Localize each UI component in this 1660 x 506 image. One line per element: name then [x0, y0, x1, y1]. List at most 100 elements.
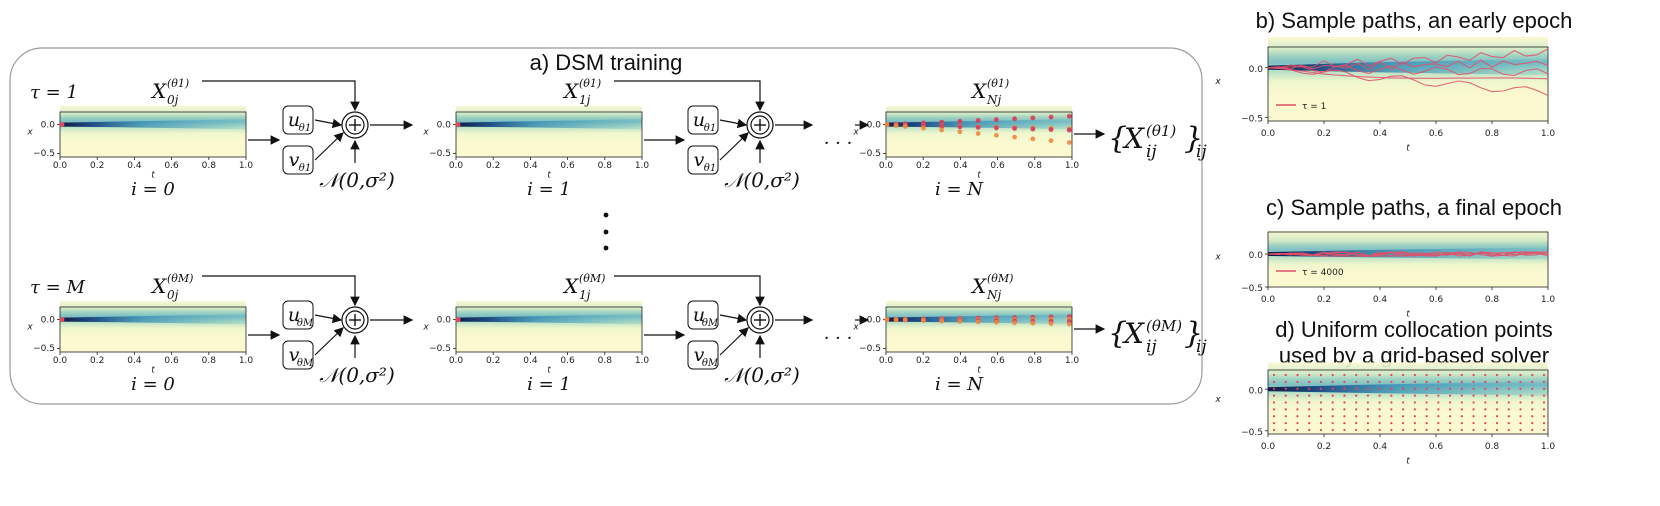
collocation-point: [1542, 401, 1546, 404]
x-tick-label: 1.0: [239, 161, 254, 171]
svg-text:1j: 1j: [579, 93, 591, 107]
collocation-point: [1378, 422, 1381, 425]
sample-point: [1066, 140, 1072, 145]
collocation-point: [1507, 422, 1510, 425]
collocation-point: [1484, 394, 1487, 397]
collocation-point: [1331, 387, 1334, 390]
collocation-point: [1308, 415, 1311, 418]
collocation-point: [1331, 422, 1334, 425]
sample-point: [1030, 136, 1036, 142]
collocation-point: [1366, 422, 1370, 425]
drift-net-box: uθ1: [282, 105, 314, 135]
collocation-point: [1542, 394, 1546, 397]
collocation-point: [1284, 422, 1287, 425]
collocation-point: [1378, 380, 1381, 383]
collocation-point: [1460, 373, 1463, 377]
collocation-point: [1402, 428, 1405, 432]
collocation-point: [1390, 373, 1393, 377]
x-tick-label: 0.4: [1373, 129, 1388, 139]
collocation-point: [1355, 401, 1358, 404]
tau-label: τ = 1: [30, 82, 78, 103]
collocation-point: [1402, 394, 1405, 397]
sample-point: [939, 119, 945, 125]
sample-point: [957, 118, 963, 124]
collocation-point: [1308, 373, 1311, 377]
panel-c-title: c) Sample paths, a final epoch: [1266, 195, 1562, 220]
collocation-point: [1425, 408, 1428, 411]
collocation-point: [1366, 394, 1370, 397]
svg-text:X: X: [150, 274, 167, 298]
collocation-point: [1519, 428, 1522, 432]
step-index-label: i = 1: [527, 374, 571, 395]
sample-point: [893, 123, 899, 128]
collocation-point: [1390, 422, 1393, 425]
sample-point: [993, 319, 999, 325]
collocation-point: [1507, 380, 1510, 383]
collocation-point: [1343, 428, 1346, 432]
density-core: [456, 119, 642, 130]
y-tick-label: −0.5: [1241, 115, 1263, 125]
density-core: [60, 119, 246, 130]
y-axis-label: x: [1214, 77, 1221, 87]
drift-arrow: [719, 313, 748, 324]
skip-arrow: [202, 275, 360, 307]
tau-label: τ = M: [30, 277, 85, 298]
collocation-point: [1448, 394, 1452, 397]
collocation-point: [1319, 394, 1323, 397]
collocation-point: [1296, 387, 1299, 390]
collocation-point: [1531, 394, 1534, 397]
sample-point: [975, 131, 981, 136]
svg-text:u: u: [693, 109, 705, 131]
svg-text:(θ1): (θ1): [987, 77, 1009, 90]
svg-text:{: {: [1108, 316, 1127, 351]
collocation-point: [1366, 428, 1370, 432]
y-tick-label: −0.5: [1241, 284, 1263, 294]
svg-text:ij: ij: [1196, 142, 1207, 162]
y-axis-label: x: [1214, 253, 1221, 263]
plot-frame: [59, 306, 247, 353]
collocation-point: [1390, 387, 1393, 390]
collocation-point: [1425, 394, 1428, 397]
collocation-point: [1366, 380, 1370, 383]
svg-text:X: X: [1122, 317, 1145, 350]
collocation-point: [1425, 387, 1428, 390]
x-tick-label: 0.8: [1028, 356, 1043, 366]
collocation-point: [1355, 422, 1358, 425]
x-tick-label: 0.8: [1485, 442, 1500, 452]
svg-text:Nj: Nj: [986, 288, 1002, 302]
collocation-point: [1319, 401, 1323, 404]
collocation-point: [1378, 428, 1381, 432]
sample-point: [921, 125, 926, 131]
x-tick-label: 0.6: [1429, 295, 1444, 305]
collocation-point: [1425, 401, 1428, 404]
collocation-point: [1296, 373, 1299, 377]
collocation-point: [1531, 422, 1534, 425]
collocation-point: [1366, 401, 1370, 404]
collocation-point: [1319, 428, 1323, 432]
collocation-point: [1355, 428, 1358, 432]
x-tick-label: 0.2: [1317, 295, 1331, 305]
collocation-point: [1272, 428, 1276, 432]
collocation-point: [1331, 380, 1334, 383]
y-tick-label: 0.0: [1249, 251, 1264, 261]
sample-point: [902, 123, 908, 129]
collocation-point: [1448, 408, 1452, 411]
collocation-point: [1308, 401, 1311, 404]
y-tick-label: −0.5: [429, 344, 451, 354]
collocation-point: [1542, 428, 1546, 432]
collocation-point: [1448, 415, 1452, 418]
collocation-point: [1448, 380, 1452, 383]
x-tick-label: 0.4: [1373, 442, 1388, 452]
collocation-point: [1284, 408, 1287, 411]
collocation-point: [1343, 380, 1346, 383]
y-axis-label: x: [26, 128, 33, 138]
sample-point: [975, 319, 981, 325]
collocation-point: [1343, 373, 1346, 377]
x-axis-label: t: [1406, 309, 1410, 319]
collocation-point: [1272, 387, 1276, 390]
svg-text:(θM): (θM): [1146, 317, 1182, 335]
start-point: [455, 122, 461, 128]
x-tick-label: 0.6: [990, 356, 1005, 366]
collocation-point: [1308, 408, 1311, 411]
sample-point: [902, 317, 908, 323]
